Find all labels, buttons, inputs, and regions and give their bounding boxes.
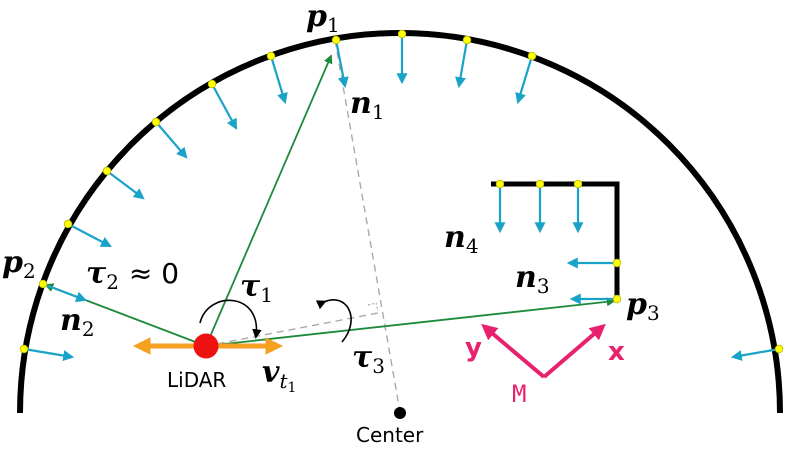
ray-to-p1: [205, 54, 333, 347]
label-tau2: τ2≈ 0: [86, 256, 179, 294]
label-tau1: τ1: [240, 269, 273, 307]
label-n4: n4: [444, 220, 479, 258]
frame-axis-icon: [481, 323, 606, 379]
label-n3: n3: [515, 260, 550, 298]
label-n2: n2: [60, 303, 95, 341]
label-center: Center: [356, 423, 424, 447]
guide-line-lidar-center: [205, 312, 379, 347]
label-frame-x: x: [608, 337, 625, 367]
label-p2: p2: [2, 245, 36, 283]
obstacle-wall: [491, 181, 620, 302]
right-angle-marker: [367, 302, 379, 312]
label-tau3: τ3: [352, 340, 385, 378]
label-lidar: LiDAR: [167, 368, 226, 392]
label-frame-y: y: [465, 333, 482, 363]
semicircle-normals: [23, 34, 780, 361]
ray-to-p3: [205, 297, 616, 347]
torque-arc-tau3: [315, 299, 352, 343]
sample-points: [19, 29, 784, 354]
obstacle-normals: [494, 184, 617, 305]
torque-arc-tau1: [199, 299, 262, 339]
label-v: vt1: [262, 355, 296, 396]
label-p1: p1: [306, 0, 340, 37]
lidar-dot-icon: [193, 333, 219, 359]
label-p3: p3: [626, 287, 660, 325]
label-n1: n1: [350, 86, 385, 124]
center-dot-icon: [394, 407, 406, 419]
semicircle-wall: [17, 30, 783, 414]
guide-line-p1-center: [334, 39, 401, 413]
label-frame-origin: M: [512, 380, 526, 408]
